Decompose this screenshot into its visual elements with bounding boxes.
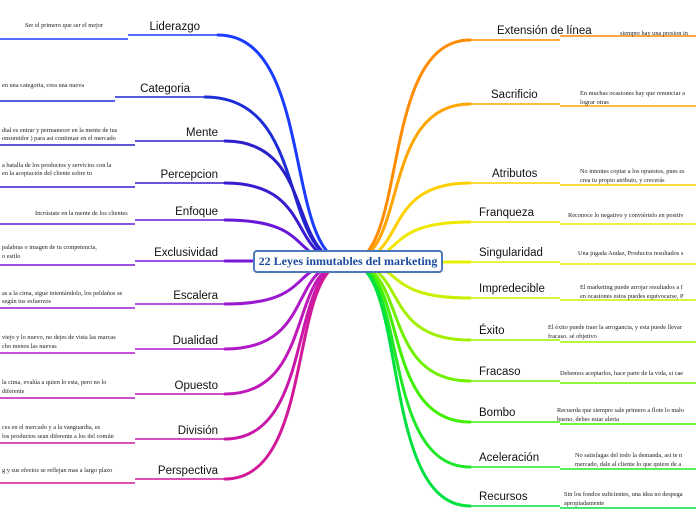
branch-description: viejo y lo nuevo, no dejes de vista las … [2,334,116,341]
branch-description: en la aceptación del cliente sobre tu [2,170,92,177]
branch-description: diferente [2,388,25,395]
branch-description: cho menos las nuevas [2,343,57,350]
branch-label-18[interactable]: Éxito [479,325,505,337]
branch-description: dial es entrar y permanecer en la mente … [2,127,118,134]
branch-description: apropiadamente [564,500,605,507]
branch-label-6[interactable]: Exclusividad [154,247,218,259]
branch-description: No intentes copiar a los opuestos, pues … [580,168,685,175]
branch-description: crea tu propio atributo, y crecerás [580,177,665,184]
branch-description: o estilo [2,253,21,260]
branch-label-22[interactable]: Recursos [479,491,528,503]
branch-label-1[interactable]: Liderazgo [149,21,200,33]
branch-label-7[interactable]: Escalera [173,290,218,302]
branch-label-8[interactable]: Dualidad [172,335,218,347]
branch-label-4[interactable]: Percepcion [160,169,218,181]
branch-description: Incrústate en la mente de los clientes [35,210,128,217]
branch-label-14[interactable]: Atributos [492,168,538,180]
branch-connector [203,95,350,264]
branch-label-13[interactable]: Sacrificio [491,89,538,101]
branch-description: palabras o imagen de tu competencia, [2,244,97,251]
branch-description: Debemos aceptarlos, hace parte de la vid… [560,370,684,377]
branch-description: Una jugada Audaz, Producira resultados s [578,250,684,257]
branch-label-16[interactable]: Singularidad [479,247,543,259]
branch-description: No satisfagas del todo la demanda, asi t… [575,452,683,459]
branch-description: los productos sean diferente a los del c… [2,433,114,440]
branch-description: según tus esfuerzos [2,298,51,305]
branch-connector [223,260,350,396]
branch-label-10[interactable]: División [177,425,218,437]
branch-description: as a la cima, sigue intentándolo, los pe… [2,290,123,297]
branch-description: en ocasiones estos puedes equivocarse, P [580,293,684,300]
branch-description: En muchas ocasiones hay que renunciar a [580,90,685,97]
branch-connector [223,260,350,351]
branch-description: lograr otras [580,99,609,106]
branch-connector [346,260,472,383]
branch-description: la cima, evalúa a quien lo esta, pero no… [2,379,107,386]
branch-label-20[interactable]: Bombo [479,407,516,419]
branch-label-11[interactable]: Perspectiva [157,465,218,477]
branch-label-21[interactable]: Aceleración [479,452,540,464]
branch-description: El marketing puede arrojar resultados a … [580,284,683,291]
branch-description: Recuerda que siempre sale primero a flot… [557,407,684,414]
branch-label-2[interactable]: Categoria [140,83,190,95]
branch-connector [223,260,350,481]
branch-description: en una categoria, crea una nueva [2,82,85,89]
branch-label-9[interactable]: Opuesto [174,380,218,392]
branch-label-3[interactable]: Mente [186,127,218,139]
branch-label-5[interactable]: Enfoque [175,206,218,218]
branch-label-15[interactable]: Franqueza [479,207,534,219]
branch-description: Sin los fondos suficientes, una idea no … [564,491,683,498]
branch-description: siempre hay una presion in [620,30,688,37]
branch-label-12[interactable]: Extensión de línea [497,25,592,37]
branch-description: g y sus efectos se reflejan mas a largo … [2,467,113,474]
branch-description: a batalla de los productos y servicios c… [2,162,112,169]
branch-description: bueno, debes estar alerta [557,416,619,423]
branch-description: onsumidor ) para asi continuar en el mer… [2,135,116,142]
branch-connector [346,260,472,508]
branch-description: ces en el mercado y a la vanguardia, es [2,424,101,431]
branch-connector [223,139,350,264]
branch-label-17[interactable]: Impredecible [479,283,545,295]
branch-description: fracaso. sé objetivo [548,333,597,340]
branch-description: El éxito puede traer la arrogancia, y es… [548,324,682,331]
central-topic[interactable]: 22 Leyes inmutables del marketing [253,250,443,273]
branch-description: mercado, dale al cliente lo que quiere d… [575,461,682,468]
branch-description: Ser el primero que ser el mejor [25,22,103,29]
branch-description: Reconoce lo negativo y conviértelo en po… [568,212,684,219]
branch-label-19[interactable]: Fracaso [479,366,521,378]
branch-connector [216,33,350,264]
